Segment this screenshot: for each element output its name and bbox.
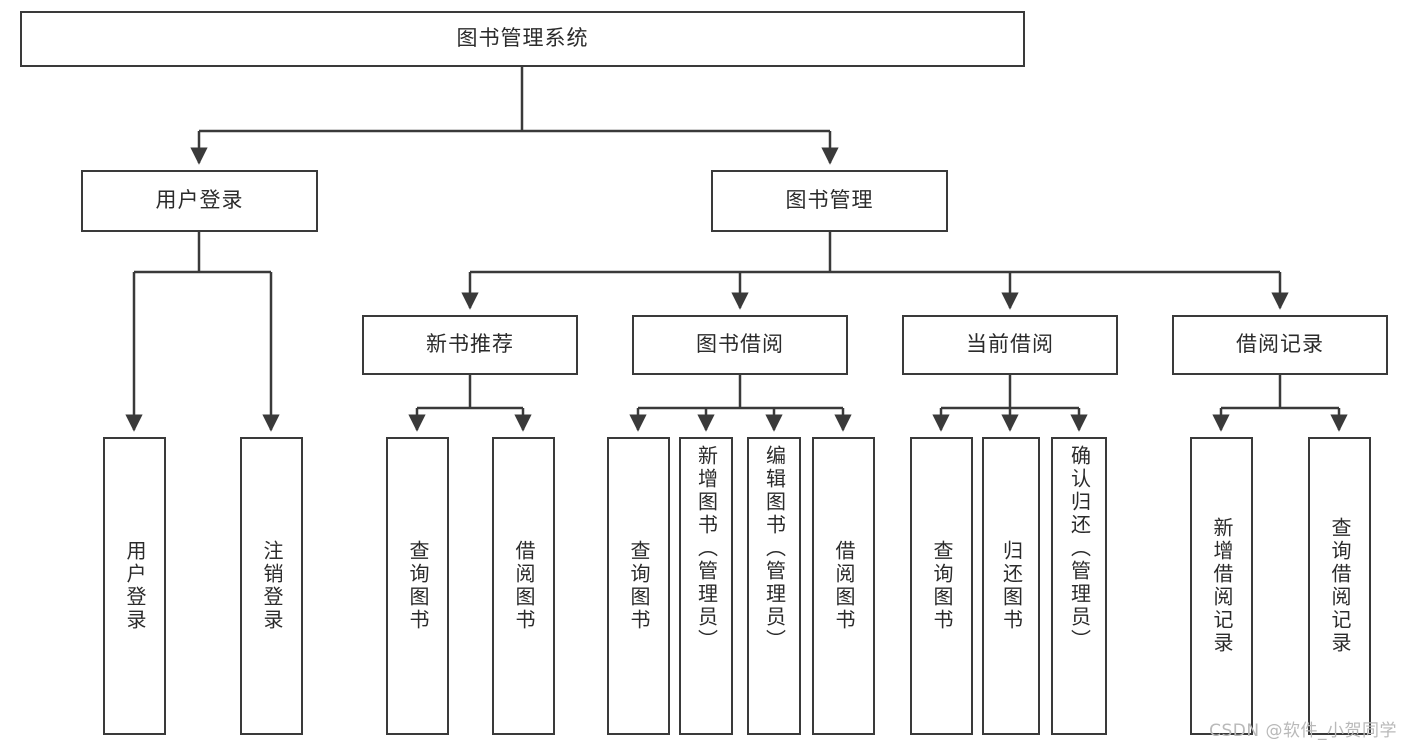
node-leaf-add-book-label: 新增图书（管理员） xyxy=(694,445,719,652)
node-leaf-add-record-label: 新增借阅记录 xyxy=(1210,517,1234,655)
node-leaf-edit-book[interactable]: 编辑图书（管理员） xyxy=(747,437,801,735)
node-root[interactable]: 图书管理系统 xyxy=(20,11,1025,67)
node-leaf-logout-label: 注销登录 xyxy=(260,540,284,632)
node-leaf-borrow-book-1[interactable]: 借阅图书 xyxy=(492,437,555,735)
node-leaf-query-record-label: 查询借阅记录 xyxy=(1328,517,1352,655)
node-new-book-recommend-label: 新书推荐 xyxy=(426,332,514,357)
node-leaf-borrow-book-1-label: 借阅图书 xyxy=(512,540,536,632)
node-root-label: 图书管理系统 xyxy=(456,26,589,51)
node-leaf-query-record[interactable]: 查询借阅记录 xyxy=(1308,437,1371,735)
node-leaf-add-book[interactable]: 新增图书（管理员） xyxy=(679,437,733,735)
node-new-book-recommend[interactable]: 新书推荐 xyxy=(362,315,578,375)
node-leaf-borrow-book-2[interactable]: 借阅图书 xyxy=(812,437,875,735)
node-borrow-record-label: 借阅记录 xyxy=(1236,332,1324,357)
node-leaf-query-book-2-label: 查询图书 xyxy=(627,540,651,632)
node-leaf-user-login[interactable]: 用户登录 xyxy=(103,437,166,735)
node-leaf-query-book-1[interactable]: 查询图书 xyxy=(386,437,449,735)
node-leaf-query-book-3[interactable]: 查询图书 xyxy=(910,437,973,735)
node-leaf-logout[interactable]: 注销登录 xyxy=(240,437,303,735)
node-user-login-label: 用户登录 xyxy=(155,188,244,213)
watermark-text: CSDN @软件_小贺同学 xyxy=(1209,721,1397,741)
node-leaf-return-book-label: 归还图书 xyxy=(999,540,1024,632)
node-leaf-user-login-label: 用户登录 xyxy=(123,540,147,632)
node-leaf-confirm-return-label: 确认归还（管理员） xyxy=(1067,445,1092,652)
node-current-borrow[interactable]: 当前借阅 xyxy=(902,315,1118,375)
node-leaf-query-book-2[interactable]: 查询图书 xyxy=(607,437,670,735)
node-leaf-add-record[interactable]: 新增借阅记录 xyxy=(1190,437,1253,735)
node-borrow-record[interactable]: 借阅记录 xyxy=(1172,315,1388,375)
node-leaf-return-book[interactable]: 归还图书 xyxy=(982,437,1040,735)
node-leaf-edit-book-label: 编辑图书（管理员） xyxy=(762,445,787,652)
node-leaf-query-book-3-label: 查询图书 xyxy=(930,540,954,632)
node-leaf-confirm-return[interactable]: 确认归还（管理员） xyxy=(1051,437,1107,735)
node-book-manage-label: 图书管理 xyxy=(785,188,874,213)
node-user-login[interactable]: 用户登录 xyxy=(81,170,318,232)
node-book-manage[interactable]: 图书管理 xyxy=(711,170,948,232)
node-leaf-query-book-1-label: 查询图书 xyxy=(406,540,430,632)
node-book-borrow[interactable]: 图书借阅 xyxy=(632,315,848,375)
node-book-borrow-label: 图书借阅 xyxy=(696,332,784,357)
node-current-borrow-label: 当前借阅 xyxy=(966,332,1054,357)
node-leaf-borrow-book-2-label: 借阅图书 xyxy=(832,540,856,632)
